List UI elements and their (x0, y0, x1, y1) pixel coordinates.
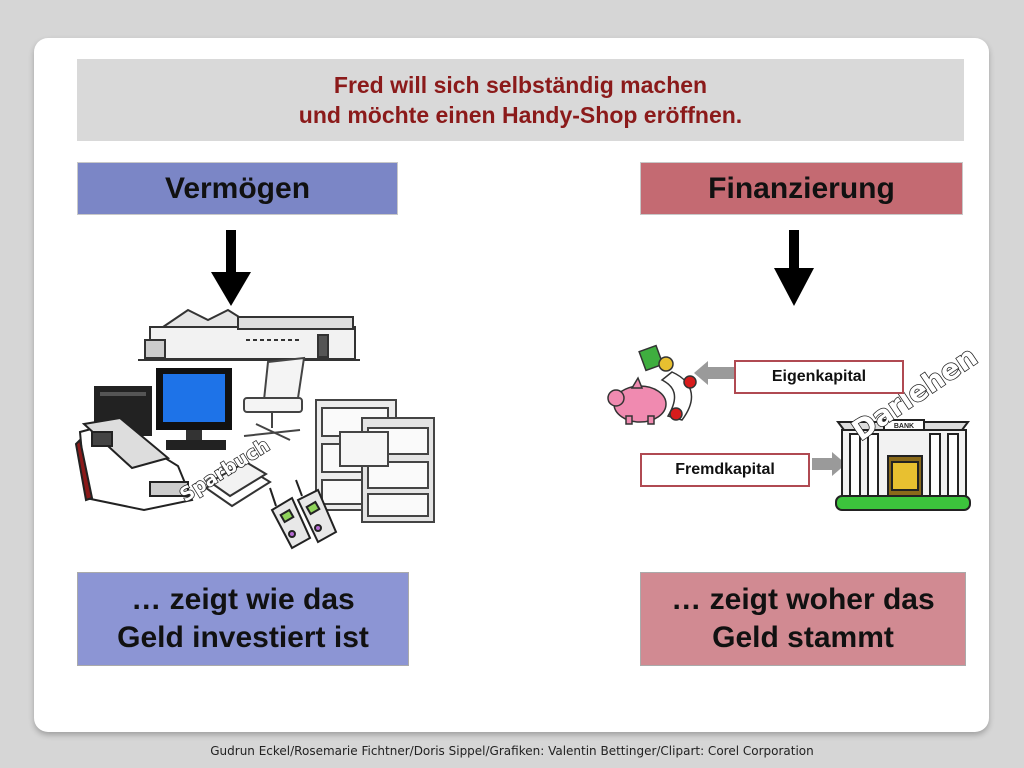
finanzierung-heading: Finanzierung (640, 162, 963, 215)
vermoegen-description: … zeigt wie das Geld investiert ist (77, 572, 409, 666)
finanzierung-desc-line-2: Geld stammt (712, 621, 894, 654)
filing-cabinet-icon (315, 399, 435, 523)
arrow-left-icon (694, 361, 734, 385)
finanzierung-description: … zeigt woher das Geld stammt (640, 572, 966, 666)
vermoegen-desc-line-1: … zeigt wie das (131, 583, 355, 616)
money-icon (638, 344, 697, 421)
cash-register-icon (74, 416, 194, 512)
arrow-right-icon (812, 452, 846, 476)
down-arrow-left-icon (211, 230, 251, 306)
footer-credits: Gudrun Eckel/Rosemarie Fichtner/Doris Si… (210, 744, 814, 758)
building-icon (138, 308, 360, 361)
savings-book-icon (204, 460, 272, 508)
office-chair-icon (243, 356, 306, 441)
vermoegen-desc-line-2: Geld investiert ist (117, 621, 369, 654)
bank-sign: BANK (894, 423, 914, 430)
eigenkapital-label: Eigenkapital (734, 360, 904, 394)
title-line-1: Fred will sich selbständig machen (333, 72, 708, 98)
down-arrow-right-icon (774, 230, 814, 306)
computer-icon (94, 368, 232, 450)
mobile-phone-icon (269, 479, 338, 550)
piggy-bank-icon (607, 376, 667, 425)
slide-title: Fred will sich selbständig machen und mö… (77, 59, 964, 141)
finanzierung-desc-line-1: … zeigt woher das (671, 583, 935, 616)
title-line-2: und möchte einen Handy-Shop eröffnen. (298, 102, 743, 128)
bank-icon (835, 419, 971, 511)
vermoegen-heading: Vermögen (77, 162, 398, 215)
fremdkapital-label: Fremdkapital (640, 453, 810, 487)
